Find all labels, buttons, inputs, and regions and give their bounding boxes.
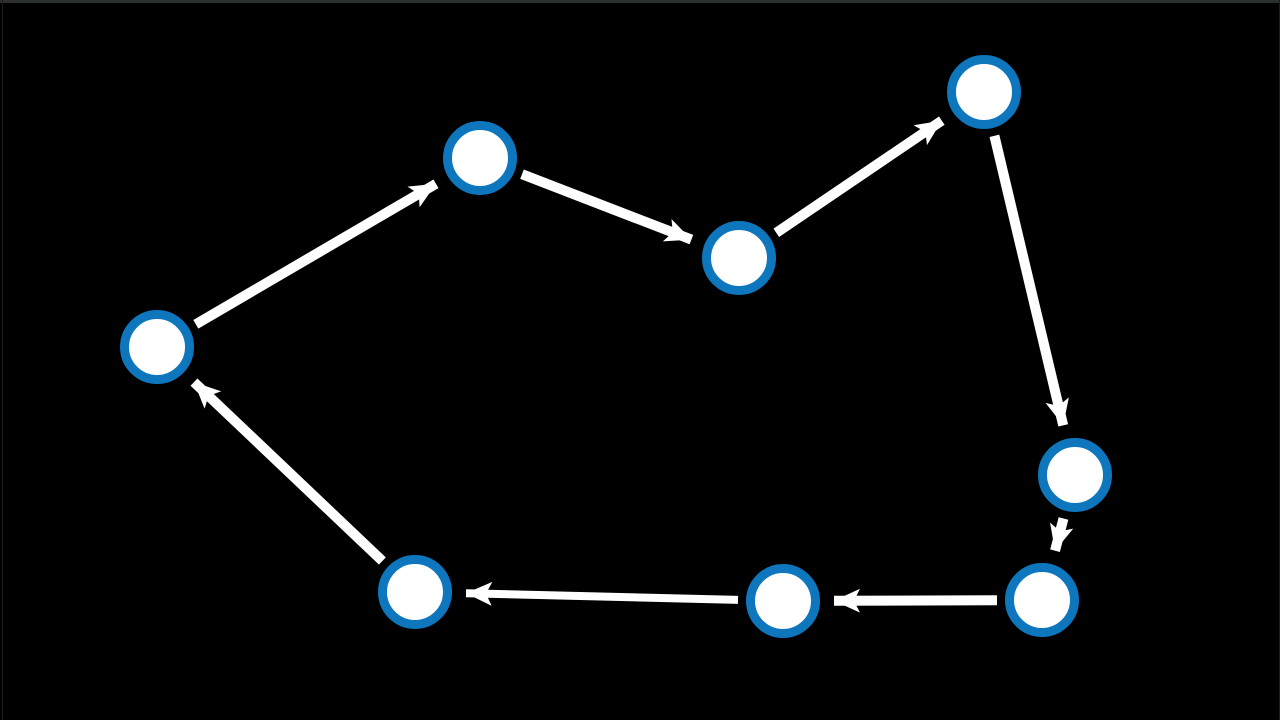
- node-bottom-middle: [746, 564, 820, 638]
- edge-arrow-n7-n8: [465, 581, 739, 606]
- node-bottom-left: [378, 555, 452, 629]
- edge-arrow-n4-n5: [989, 134, 1069, 427]
- edge-arrow-n1-n2: [193, 179, 439, 329]
- edge-arrow-n2-n3: [520, 169, 694, 245]
- edge-arrow-n6-n7: [833, 588, 998, 613]
- node-top-right: [947, 55, 1021, 129]
- edge-arrow-n5-n6: [1050, 517, 1074, 552]
- node-bottom-right: [1005, 563, 1079, 637]
- window-left-edge: [2, 0, 3, 720]
- node-upper-middle: [702, 221, 776, 295]
- node-left: [120, 310, 194, 384]
- window-top-edge: [0, 0, 1280, 3]
- node-upper-left: [443, 121, 517, 195]
- node-right: [1038, 438, 1112, 512]
- edge-arrow-n8-n1: [190, 378, 386, 565]
- edge-arrow-n3-n4: [773, 116, 945, 237]
